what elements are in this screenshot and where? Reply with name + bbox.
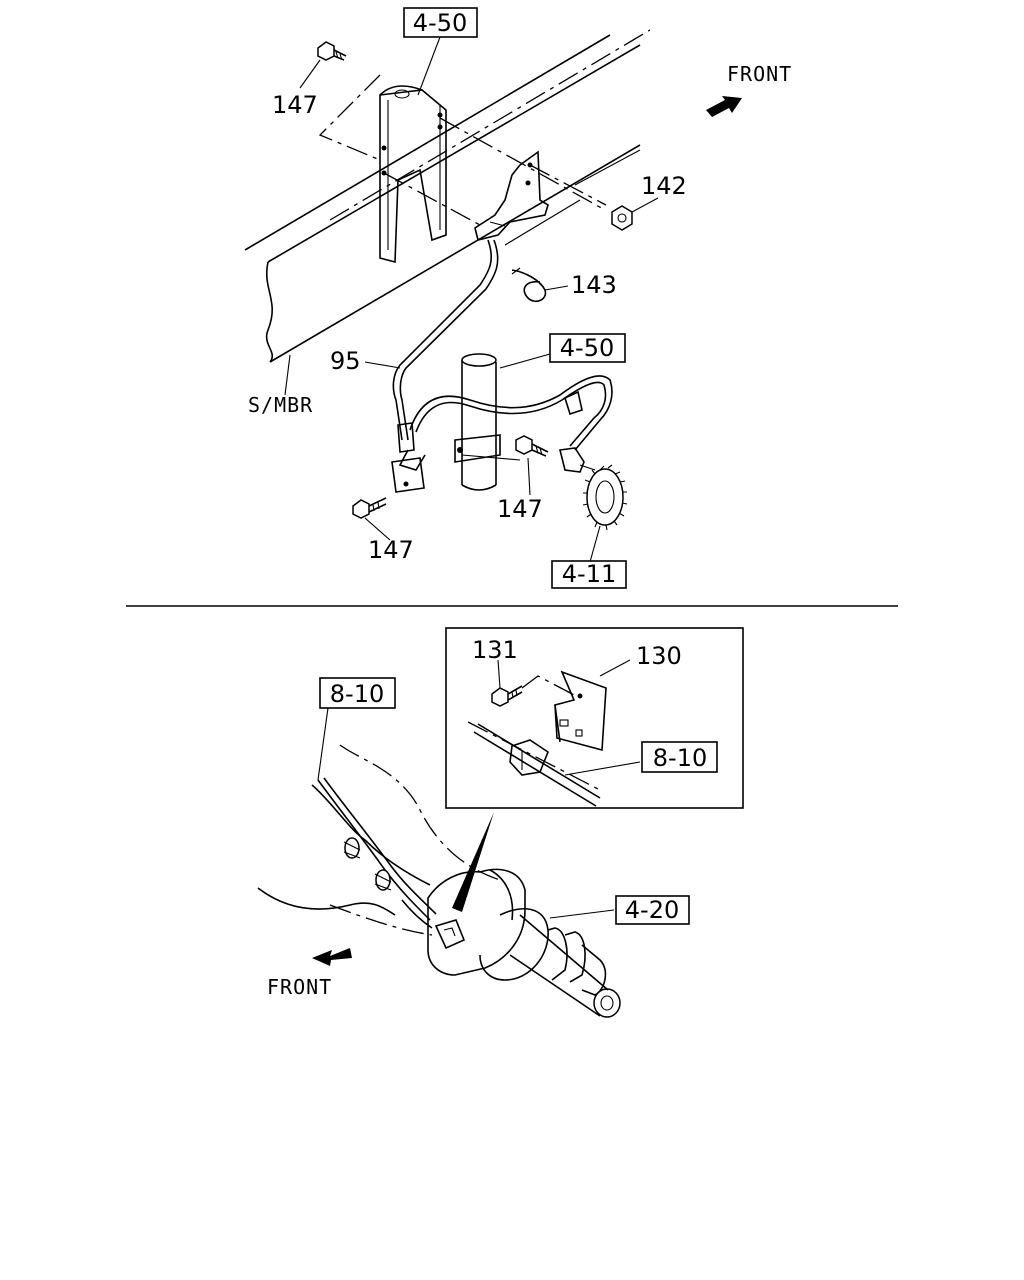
body-outlines [257,707,501,936]
bolt-147-lower [352,497,387,519]
callout-143: 143 [571,271,617,299]
front-arrow-bottom-icon [312,948,352,966]
transmission-harness [317,777,437,929]
ref-box-4-50-top[interactable]: 4-50 [403,7,478,38]
ref-box-4-50-middle[interactable]: 4-50 [549,333,626,363]
detail-pointer [452,812,494,912]
cable-mount-bracket [474,150,549,241]
callout-147-lower: 147 [368,536,414,564]
callout-131: 131 [472,636,518,664]
ref-box-4-11[interactable]: 4-11 [551,560,627,589]
callout-130: 130 [636,642,682,670]
front-label-top: FRONT [727,62,792,86]
callout-147-top: 147 [272,91,318,119]
svg-text:8-10: 8-10 [653,744,707,772]
harness-clip-1 [343,837,361,859]
callout-147-middle: 147 [497,495,543,523]
svg-text:4-50: 4-50 [413,9,467,37]
nut-142 [611,205,633,231]
svg-text:8-10: 8-10 [330,680,384,708]
side-member-label: S/MBR [248,393,313,417]
ref-box-4-20[interactable]: 4-20 [615,895,690,925]
side-member-frame [244,29,651,363]
driveshaft-tube [454,353,521,491]
top-leader-lines [284,36,659,563]
inset-detail: 8-10 131 130 [445,627,744,809]
cable-tie-143 [511,267,547,302]
bolt-147-top [317,41,347,61]
leader-4-20 [549,909,615,919]
svg-text:4-11: 4-11 [562,560,616,588]
bracket-130 [554,670,607,752]
lower-bracket-plate [391,457,425,493]
harness-clip-2 [374,869,392,891]
front-arrow-icon [706,96,742,117]
bolt-147-middle [515,435,549,457]
top-section: 4-50 4-50 4-11 FRONT S/MBR 147 142 143 9… [244,7,792,589]
alignment-lines [318,74,641,246]
ref-box-8-10-inset[interactable]: 8-10 [641,741,718,773]
upper-bracket [379,85,447,264]
callout-95: 95 [330,347,361,375]
transmission [427,868,621,1018]
sensor-rotor-gear [582,464,628,531]
svg-text:4-20: 4-20 [625,896,679,924]
svg-text:4-50: 4-50 [560,334,614,362]
bottom-section: 8-10 131 130 8-10 [257,627,744,1018]
ref-box-8-10-left[interactable]: 8-10 [319,677,396,709]
front-label-bottom: FRONT [267,975,332,999]
speed-sensor-harness [409,375,613,473]
callout-142: 142 [641,172,687,200]
speed-sensor-connector [434,919,466,950]
